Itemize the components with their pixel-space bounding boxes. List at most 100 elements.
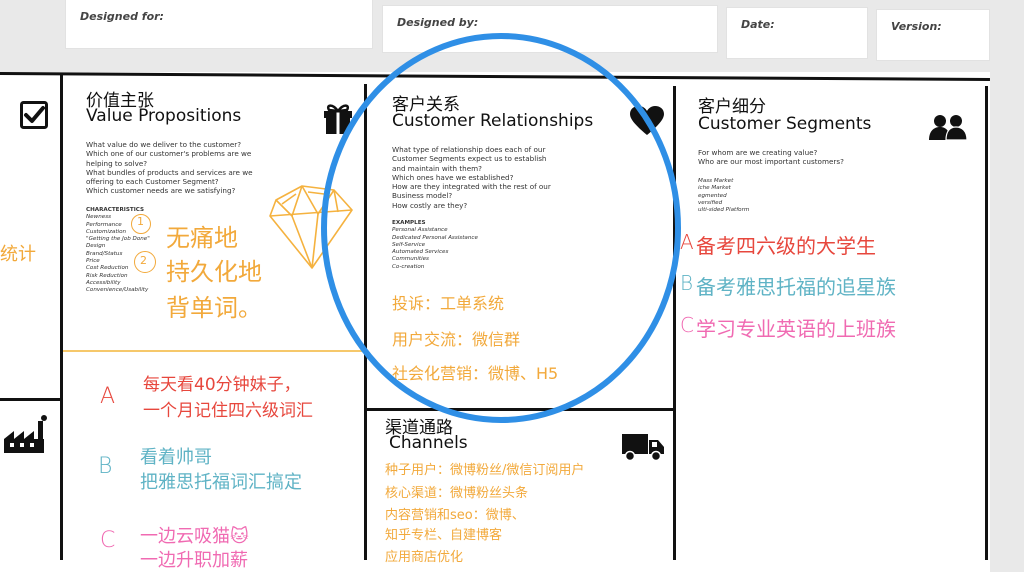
cr-question: Business model? <box>392 191 453 201</box>
vp-note-a-line-2: 一个月记住四六级词汇 <box>143 401 313 421</box>
grid-line-right <box>985 86 988 560</box>
cr-note-user-exchange: 用户交流：微信群 <box>392 330 521 349</box>
circled-marker-2 <box>134 251 156 273</box>
vp-question: What bundles of products and services ar… <box>86 167 253 177</box>
marker-1-text: 1 <box>137 215 144 228</box>
list-item: Brand/Status <box>86 250 123 257</box>
blue-circle-annotation <box>321 33 681 423</box>
date-label: Date: <box>741 18 775 31</box>
vp-divider <box>63 350 364 352</box>
list-item: Dedicated Personal Assistance <box>392 234 478 241</box>
designed-for-label: Designed for: <box>80 10 164 23</box>
cs-market-list: Mass Market iche Market egmented versifi… <box>698 178 798 214</box>
cs-note-b-letter: B <box>680 271 694 295</box>
cs-question: For whom are we creating value? <box>698 148 818 157</box>
cr-list-title: EXAMPLES <box>392 220 426 226</box>
cr-question: and maintain with them? <box>392 163 482 173</box>
vp-note-a-letter: A <box>100 384 116 409</box>
vp-handwriting-line-2: 持久化地 <box>166 258 262 286</box>
list-item: Self-Service <box>392 241 426 248</box>
vp-note-b-line-2: 把雅思托福词汇搞定 <box>140 472 302 493</box>
list-item: Risk Reduction <box>86 272 128 279</box>
list-item: Performance <box>86 221 122 228</box>
vp-question: What value do we deliver to the customer… <box>86 140 242 149</box>
cs-note-c-text: 学习专业英语的上班族 <box>696 317 896 341</box>
vp-question: helping to solve? <box>86 158 148 168</box>
cr-question: Customer Segments expect us to establish <box>392 154 547 164</box>
list-item: Communities <box>392 256 429 263</box>
channels-note-seed-users: 种子用户：微博粉丝/微信订阅用户 <box>385 463 585 478</box>
designed-by-label: Designed by: <box>397 16 479 29</box>
cs-note-b-text: 备考雅思托福的追星族 <box>696 275 896 299</box>
date-field[interactable]: Date: <box>727 8 867 58</box>
vp-note-a-line-1: 每天看40分钟妹子， <box>143 375 301 395</box>
vp-handwriting-line-1: 无痛地 <box>166 224 238 252</box>
cs-title-cn: 客户细分 <box>698 97 766 117</box>
vp-characteristics-list: CHARACTERISTICS Newness Performance Cust… <box>86 207 166 295</box>
vp-question: Which one of our customer's problems are… <box>86 149 252 159</box>
list-item: "Getting the Job Done" <box>86 236 150 243</box>
cr-question: How costly are they? <box>392 200 468 210</box>
vp-note-b-line-1: 看着帅哥 <box>140 447 212 468</box>
list-item: Automated Services <box>392 249 449 256</box>
cr-title-en: Customer Relationships <box>392 111 594 131</box>
list-item: Convenience/Usability <box>86 287 149 294</box>
circled-marker-1 <box>131 214 151 234</box>
diamond-sketch-icon <box>262 180 358 276</box>
list-item: Co-creation <box>392 263 425 270</box>
business-model-canvas <box>0 72 990 572</box>
list-item: Newness <box>86 214 112 221</box>
list-item: Customization <box>86 228 127 235</box>
channels-title-en: Channels <box>389 433 468 453</box>
list-item: Accessibility <box>86 279 121 286</box>
list-item: Design <box>86 243 106 250</box>
gift-icon <box>322 101 354 139</box>
vp-question: Which customer needs are we satisfying? <box>86 186 236 196</box>
cr-question: Which ones have we established? <box>392 172 514 182</box>
vp-note-b-letter: B <box>98 454 113 479</box>
cs-note-a-letter: A <box>680 230 694 254</box>
grid-line-cr-bottom <box>366 408 674 411</box>
factory-icon <box>0 415 48 459</box>
channels-note-content-1: 内容营销和seo：微博、 <box>385 508 525 523</box>
cs-note-a-text: 备考四六级的大学生 <box>696 234 876 258</box>
vp-title-cn: 价值主张 <box>86 91 154 111</box>
designed-for-field[interactable]: Designed for: <box>66 0 372 48</box>
cr-note-complaints: 投诉：工单系统 <box>392 294 505 313</box>
vp-note-c-letter: C <box>100 528 116 553</box>
version-label: Version: <box>891 20 942 33</box>
cs-title-en: Customer Segments <box>698 114 872 134</box>
version-field[interactable]: Version: <box>877 10 989 60</box>
vp-questions: What value do we deliver to the customer… <box>86 140 286 196</box>
marker-2-text: 2 <box>140 254 147 267</box>
cr-examples-list: EXAMPLES Personal Assistance Dedicated P… <box>392 220 512 271</box>
cr-title-cn: 客户关系 <box>392 95 460 115</box>
channels-note-content-2: 知乎专栏、自建博客 <box>385 528 503 543</box>
vp-list-title: CHARACTERISTICS <box>86 207 145 213</box>
cr-question: How are they integrated with the rest of… <box>392 182 551 192</box>
list-item: iche Market <box>698 185 731 192</box>
left-strip-stat-text: 统计 <box>0 244 36 265</box>
truck-icon <box>622 432 664 466</box>
vp-handwriting-line-3: 背单词。 <box>166 294 262 322</box>
vp-note-c-line-1: 一边云吸猫🐱 <box>140 526 249 547</box>
list-item: versified <box>698 199 723 206</box>
grid-line-left-strip-bottom <box>0 398 62 401</box>
vp-question: offering to each Customer Segment? <box>86 177 219 187</box>
cr-note-social-marketing: 社会化营销：微博、H5 <box>392 364 559 383</box>
grid-line-left-column <box>60 74 63 560</box>
cs-note-c-letter: C <box>680 313 694 337</box>
checkbox-icon <box>20 101 48 133</box>
people-icon <box>928 113 968 145</box>
list-item: Cost Reduction <box>86 265 129 272</box>
channels-note-core: 核心渠道：微博粉丝头条 <box>385 486 529 501</box>
channels-title-cn: 渠道通路 <box>385 418 453 438</box>
list-item: Personal Assistance <box>392 227 448 234</box>
grid-line-cr-right <box>673 86 676 560</box>
vp-title-en: Value Propositions <box>86 106 242 126</box>
grid-line-vp-right <box>364 84 367 560</box>
cr-questions: What type of relationship does each of o… <box>392 145 612 210</box>
list-item: Price <box>86 258 100 265</box>
list-item: egmented <box>698 192 727 199</box>
cs-question: Who are our most important customers? <box>698 157 844 167</box>
